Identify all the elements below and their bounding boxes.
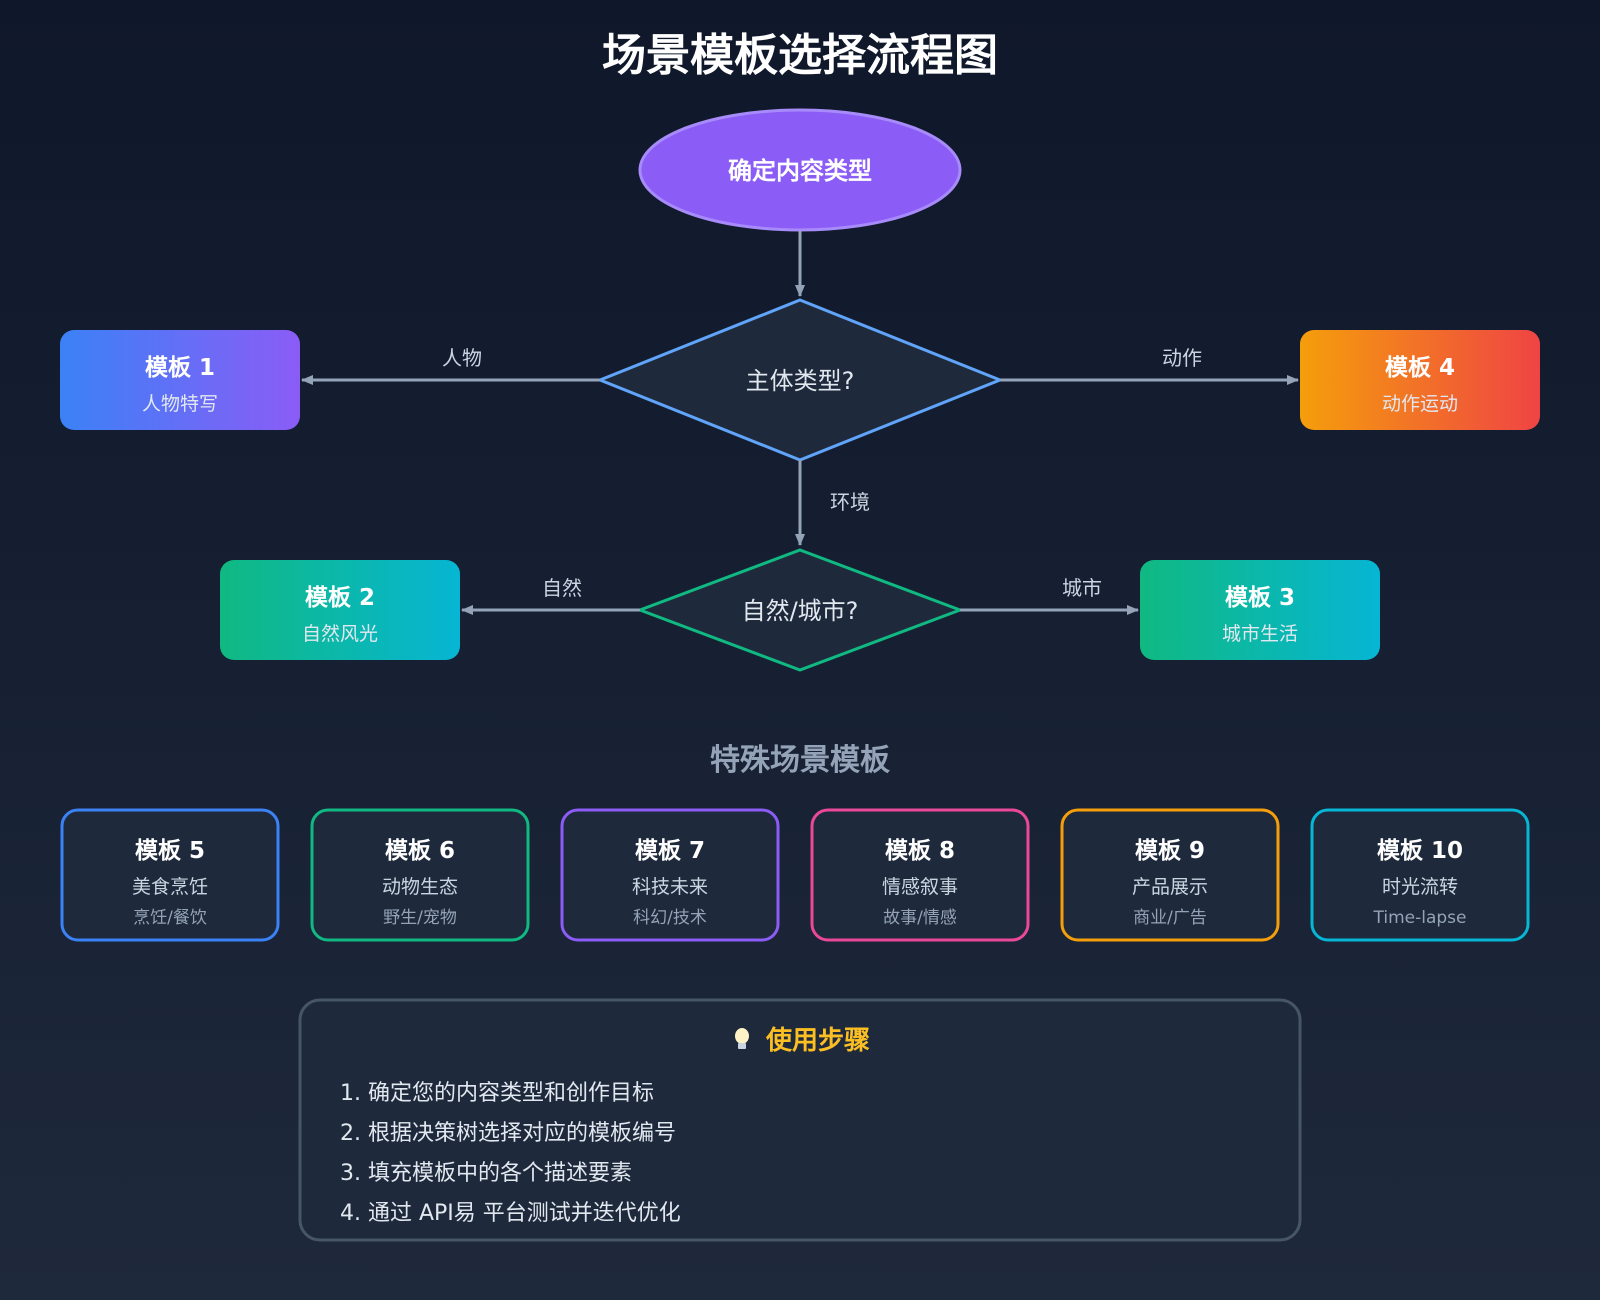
special-template-tags: 野生/宠物 <box>383 908 457 928</box>
special-template-card-border <box>1310 808 1530 942</box>
lightbulb-icon <box>735 1028 749 1049</box>
special-template-tags: 故事/情感 <box>883 908 957 928</box>
special-template-name: 时光流转 <box>1382 876 1458 898</box>
special-template-title: 模板 10 <box>1377 838 1463 864</box>
special-template-title: 模板 6 <box>385 838 455 864</box>
special-template-tags: 烹饪/餐饮 <box>133 907 207 928</box>
edge-label-city: 城市 <box>1062 576 1102 600</box>
page-title: 场景模板选择流程图 <box>602 30 998 81</box>
template-1-subtitle: 人物特写 <box>142 393 218 415</box>
special-template-title: 模板 7 <box>635 838 705 864</box>
template-1-title: 模板 1 <box>145 355 215 381</box>
special-template-card[interactable]: 模板 10 时光流转 Time-lapse <box>1310 808 1530 942</box>
template-4-subtitle: 动作运动 <box>1382 393 1458 415</box>
special-template-name: 科技未来 <box>632 876 708 898</box>
template-3-shape <box>1140 560 1380 660</box>
special-template-title: 模板 8 <box>885 838 955 864</box>
special-section-title: 特殊场景模板 <box>710 743 890 778</box>
template-1-shape <box>60 330 300 430</box>
special-template-name: 情感叙事 <box>882 876 958 898</box>
start-node[interactable]: 确定内容类型 <box>638 108 962 232</box>
edge-label-action: 动作 <box>1162 346 1202 370</box>
template-2-subtitle: 自然风光 <box>302 623 378 645</box>
template-2-shape <box>220 560 460 660</box>
edge-label-person: 人物 <box>442 346 482 370</box>
template-3-subtitle: 城市生活 <box>1222 623 1298 645</box>
template-4-node[interactable]: 模板 4 动作运动 <box>1300 330 1540 430</box>
usage-step: 4. 通过 API易 平台测试并迭代优化 <box>340 1201 681 1226</box>
template-2-title: 模板 2 <box>305 585 375 611</box>
decision-nature-city[interactable]: 自然/城市? <box>635 548 965 672</box>
special-template-card-border <box>810 808 1030 942</box>
special-template-title: 模板 5 <box>135 838 205 864</box>
decision-subject-type[interactable]: 主体类型? <box>595 298 1005 462</box>
usage-steps-title: 使用步骤 <box>765 1025 870 1056</box>
special-template-tags: Time-lapse <box>1373 908 1467 928</box>
special-template-name: 美食烹饪 <box>132 876 208 898</box>
edge-label-environment: 环境 <box>830 490 870 514</box>
decision-subject-label: 主体类型? <box>746 367 855 395</box>
usage-step: 3. 填充模板中的各个描述要素 <box>340 1161 632 1186</box>
decision-env-label: 自然/城市? <box>742 597 859 625</box>
usage-steps-box <box>298 998 1302 1242</box>
template-1-node[interactable]: 模板 1 人物特写 <box>60 330 300 430</box>
special-template-name: 产品展示 <box>1132 876 1208 898</box>
special-template-card-border <box>560 808 780 942</box>
start-node-shape <box>638 108 962 232</box>
template-3-node[interactable]: 模板 3 城市生活 <box>1140 560 1380 660</box>
template-4-title: 模板 4 <box>1385 355 1455 381</box>
special-template-card-border <box>1060 808 1280 942</box>
special-template-card-border <box>60 808 280 942</box>
special-template-tags: 商业/广告 <box>1133 908 1207 928</box>
decision-env-shape <box>635 548 965 672</box>
special-template-card-border <box>310 808 530 942</box>
special-template-name: 动物生态 <box>382 876 458 898</box>
template-3-title: 模板 3 <box>1225 585 1295 611</box>
template-4-shape <box>1300 330 1540 430</box>
usage-steps-panel: 使用步骤 1. 确定您的内容类型和创作目标 2. 根据决策树选择对应的模板编号 … <box>298 998 1302 1242</box>
usage-step: 1. 确定您的内容类型和创作目标 <box>340 1081 654 1106</box>
template-2-node[interactable]: 模板 2 自然风光 <box>220 560 460 660</box>
start-node-label: 确定内容类型 <box>728 157 872 185</box>
special-template-tags: 科幻/技术 <box>633 908 707 928</box>
special-template-title: 模板 9 <box>1135 838 1205 864</box>
usage-step: 2. 根据决策树选择对应的模板编号 <box>340 1121 676 1146</box>
edge-label-nature: 自然 <box>542 576 582 600</box>
